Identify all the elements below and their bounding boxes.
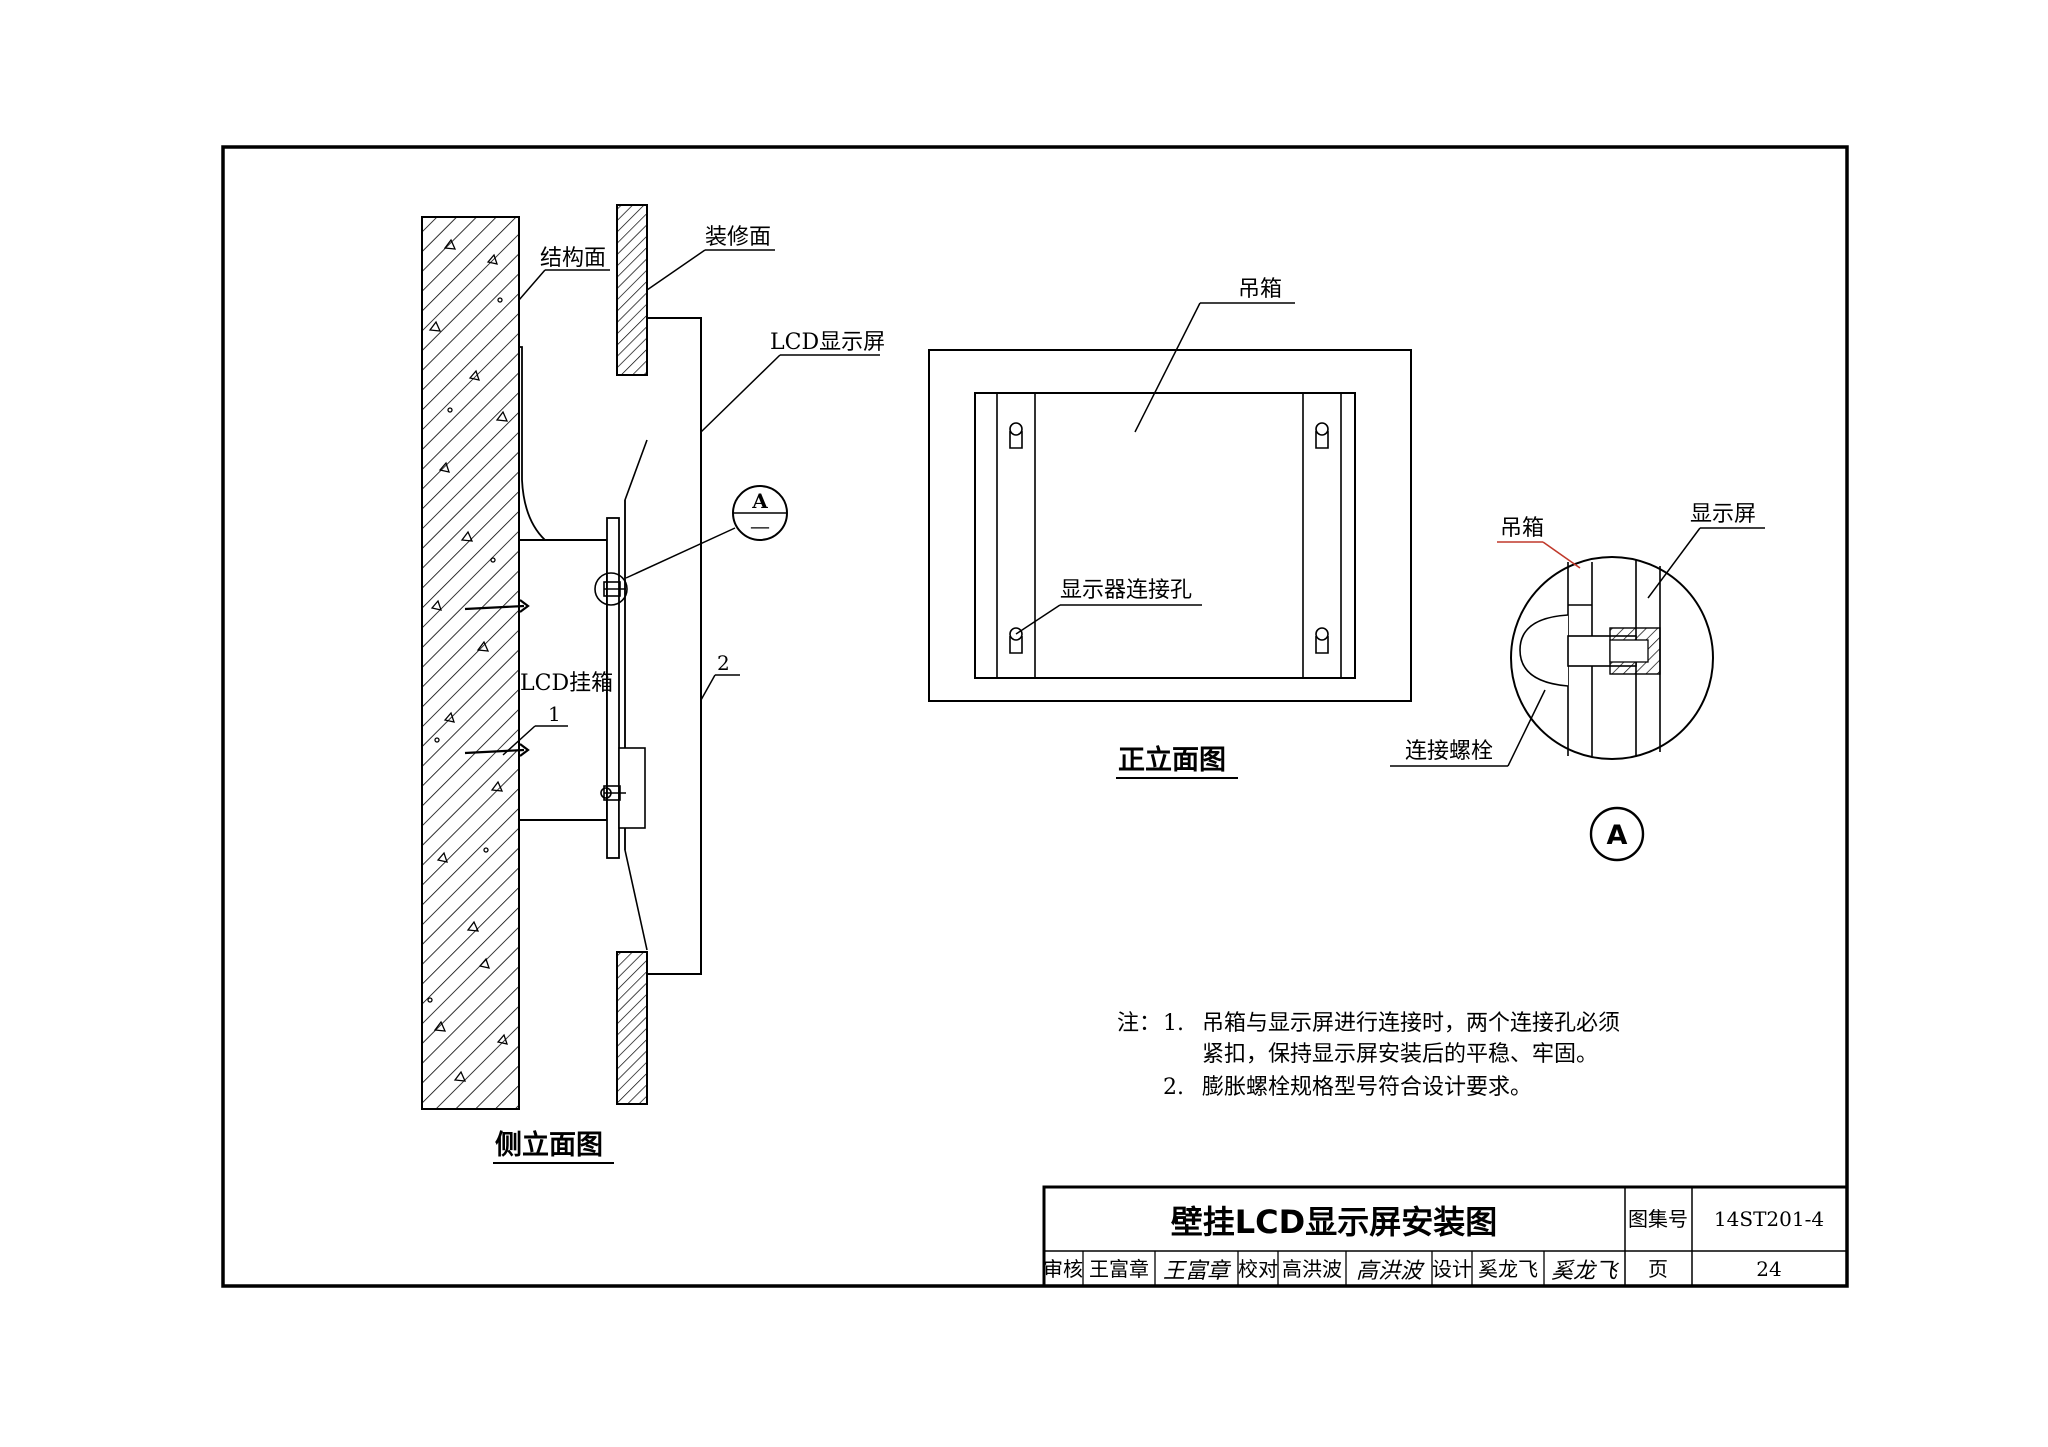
notes: 注： 1. 吊箱与显示屏进行连接时，两个连接孔必须 紧扣，保持显示屏安装后的平稳…: [1117, 1011, 1620, 1100]
keyhole-bottom-right: [1315, 627, 1329, 654]
front-elevation: 吊箱 显示器连接孔 正立面图: [928, 277, 1412, 779]
check-label: 校对: [1238, 1257, 1278, 1281]
keyhole-bottom-left: [1009, 627, 1023, 654]
leader-callout-1: [502, 725, 536, 756]
keyhole-top-right: [1315, 422, 1329, 449]
leader-detail-bolt: [1507, 689, 1546, 767]
detail-a: 吊箱 显示屏 连接螺栓 A: [1390, 502, 1765, 862]
page-label: 页: [1648, 1257, 1668, 1281]
atlas-label: 图集号: [1628, 1207, 1688, 1231]
finish-surface-upper: [616, 204, 648, 376]
design-label: 设计: [1432, 1257, 1472, 1281]
concrete-aggregate-marks: [427, 238, 509, 1082]
detail-a-tag: A: [1607, 820, 1628, 851]
structural-wall: [421, 216, 520, 1110]
label-lcd-screen: LCD显示屏: [770, 330, 885, 355]
leader-finish-surface: [646, 249, 706, 291]
leader-connection-holes: [1015, 604, 1061, 635]
detail-bolt-head: [1519, 614, 1569, 687]
leader-lcd-screen: [700, 354, 781, 433]
finish-surface-lower: [616, 951, 648, 1105]
detail-a-tag-circle: [1589, 806, 1645, 862]
note-1-number: 1.: [1163, 1011, 1184, 1036]
title-block-border: [1042, 1185, 1849, 1288]
note-1-line-1: 吊箱与显示屏进行连接时，两个连接孔必须: [1202, 1011, 1620, 1036]
connection-bolt-upper: [594, 572, 628, 606]
label-hanging-box: 吊箱: [1238, 277, 1282, 302]
drawing-title: 壁挂LCD显示屏安装图: [1171, 1203, 1497, 1241]
designer-name: 奚龙飞: [1478, 1257, 1538, 1281]
title-block: 壁挂LCD显示屏安装图 图集号 14ST201-4 页 24 审核 王富章 王富…: [1042, 1185, 1849, 1288]
detail-bolt-core: [1609, 639, 1649, 663]
lcd-screen-outline: [648, 317, 702, 975]
leader-detail-hanging-box: [1542, 541, 1581, 569]
expansion-bolt-upper: [464, 599, 530, 613]
label-connection-holes: 显示器连接孔: [1060, 578, 1192, 603]
leader-detail-screen: [1647, 527, 1701, 599]
reviewer-name: 王富章: [1089, 1257, 1149, 1281]
callout-1: 1: [548, 702, 561, 726]
note-2-number: 2.: [1163, 1075, 1184, 1100]
review-label: 审核: [1043, 1257, 1083, 1281]
leader-hanging-box: [1134, 302, 1201, 433]
front-rail-right: [1302, 392, 1342, 679]
drawing-frame: [221, 145, 1849, 1288]
label-lcd-box: LCD挂箱: [520, 671, 613, 696]
detail-ref-sheet: —: [750, 514, 770, 538]
label-detail-screen: 显示屏: [1690, 502, 1756, 527]
note-1-line-2: 紧扣，保持显示屏安装后的平稳、牢固。: [1202, 1042, 1598, 1067]
expansion-bolt-lower: [464, 743, 530, 757]
lcd-hanging-box: [518, 539, 608, 821]
detail-ref-letter: A: [751, 489, 768, 513]
front-rail-left: [996, 392, 1036, 679]
atlas-number: 14ST201-4: [1714, 1207, 1824, 1231]
keyhole-top-left: [1009, 422, 1023, 449]
label-detail-hanging-box: 吊箱: [1500, 516, 1544, 541]
leader-callout-2: [700, 674, 716, 701]
label-detail-bolt: 连接螺栓: [1405, 739, 1493, 764]
power-cable: [519, 346, 546, 541]
front-hanging-box: [974, 392, 1356, 679]
designer-signature: 奚龙飞: [1551, 1259, 1620, 1284]
checker-signature: 高洪波: [1356, 1259, 1425, 1284]
leader-detail-ref: [625, 527, 736, 579]
notes-prefix: 注：: [1117, 1011, 1161, 1036]
label-finish-surface: 装修面: [705, 225, 771, 250]
front-outer-frame: [928, 349, 1412, 702]
callout-2: 2: [717, 651, 730, 675]
leader-structure-surface: [518, 269, 546, 301]
lcd-screen-taper: [624, 439, 648, 951]
page-number: 24: [1756, 1257, 1781, 1281]
note-2-line-1: 膨胀螺栓规格型号符合设计要求。: [1202, 1075, 1532, 1100]
label-structure-surface: 结构面: [540, 246, 606, 271]
checker-name: 高洪波: [1282, 1257, 1342, 1281]
side-elevation: 结构面 装修面 LCD显示屏 LCD挂箱 1 2 A — 侧立面图: [421, 204, 885, 1164]
side-view-title: 侧立面图: [495, 1129, 603, 1161]
reviewer-signature: 王富章: [1163, 1259, 1232, 1284]
connection-bolt-lower: [600, 785, 626, 801]
front-view-title: 正立面图: [1118, 744, 1226, 776]
mounting-plate: [606, 517, 620, 859]
lower-bracket: [618, 747, 646, 829]
